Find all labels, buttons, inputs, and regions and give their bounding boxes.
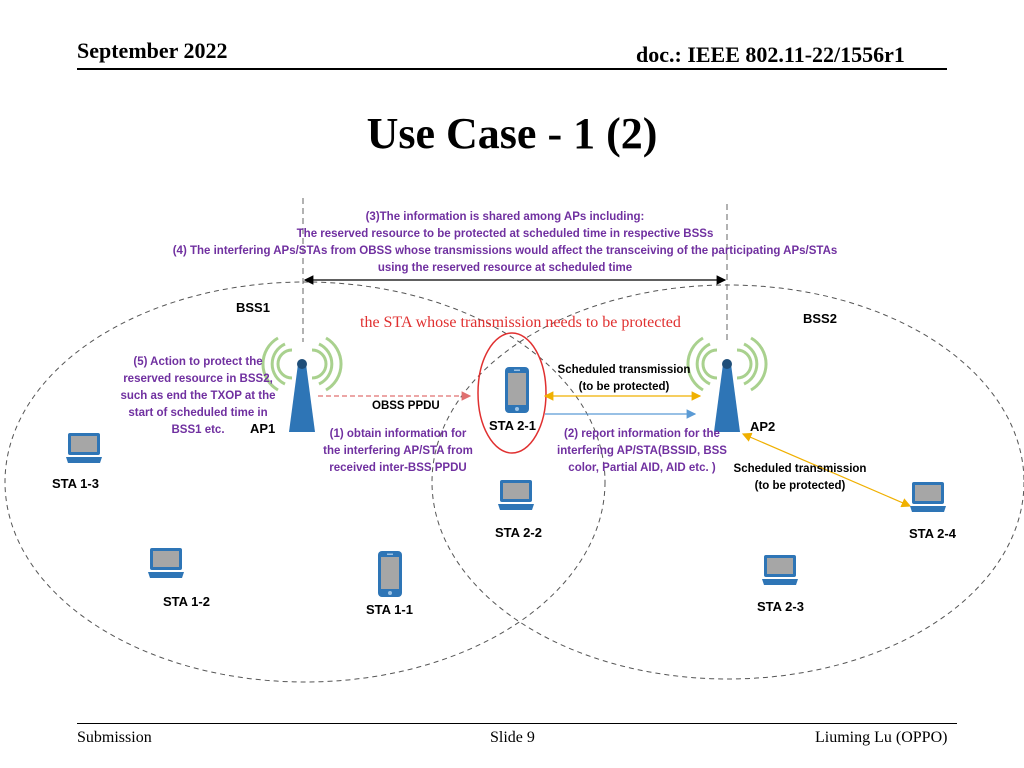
scheduled-tx-label-1: Scheduled transmission (to be protected) bbox=[557, 364, 691, 393]
sta12-laptop-icon bbox=[148, 548, 184, 578]
protected-sta-note: the STA whose transmission needs to be p… bbox=[360, 314, 681, 331]
footer-divider bbox=[77, 723, 957, 724]
sta11-phone-icon bbox=[378, 551, 402, 597]
scheduled-tx-arrow-2 bbox=[741, 432, 912, 508]
action-note: (5) Action to protect the reserved resou… bbox=[120, 356, 276, 436]
sta23-label: STA 2-3 bbox=[757, 599, 804, 614]
footer-submission: Submission bbox=[77, 729, 152, 746]
sta21-label: STA 2-1 bbox=[489, 418, 536, 433]
ap1-label: AP1 bbox=[250, 421, 276, 436]
header-date: September 2022 bbox=[77, 38, 228, 63]
sta22-label: STA 2-2 bbox=[495, 525, 542, 540]
ap2-label: AP2 bbox=[750, 419, 776, 434]
shared-info-text: (3)The information is shared among APs i… bbox=[172, 211, 838, 274]
sta12-label: STA 1-2 bbox=[163, 594, 210, 609]
footer-slide-number: Slide 9 bbox=[490, 729, 535, 746]
bss2-label: BSS2 bbox=[803, 311, 837, 326]
sta21-phone-icon bbox=[505, 367, 529, 413]
sta13-label: STA 1-3 bbox=[52, 476, 99, 491]
footer-author: Liuming Lu (OPPO) bbox=[815, 729, 948, 746]
sta24-laptop-icon bbox=[910, 482, 946, 512]
bss2-area bbox=[431, 284, 1024, 680]
sta22-laptop-icon bbox=[498, 480, 534, 510]
bss1-label: BSS1 bbox=[236, 300, 270, 315]
sta24-label: STA 2-4 bbox=[909, 526, 956, 541]
report-note: (2) report information for the interferi… bbox=[557, 428, 727, 474]
obtain-note: (1) obtain information for the interferi… bbox=[323, 428, 473, 474]
slide-title: Use Case - 1 (2) bbox=[366, 109, 658, 158]
sta23-laptop-icon bbox=[762, 555, 798, 585]
sta11-label: STA 1-1 bbox=[366, 602, 413, 617]
obss-ppdu-label: OBSS PPDU bbox=[372, 400, 440, 412]
header-divider bbox=[77, 68, 947, 70]
header-doc-id: doc.: IEEE 802.11-22/1556r1 bbox=[636, 42, 905, 67]
sta13-laptop-icon bbox=[66, 433, 102, 463]
scheduled-tx-label-2: Scheduled transmission (to be protected) bbox=[733, 463, 867, 492]
